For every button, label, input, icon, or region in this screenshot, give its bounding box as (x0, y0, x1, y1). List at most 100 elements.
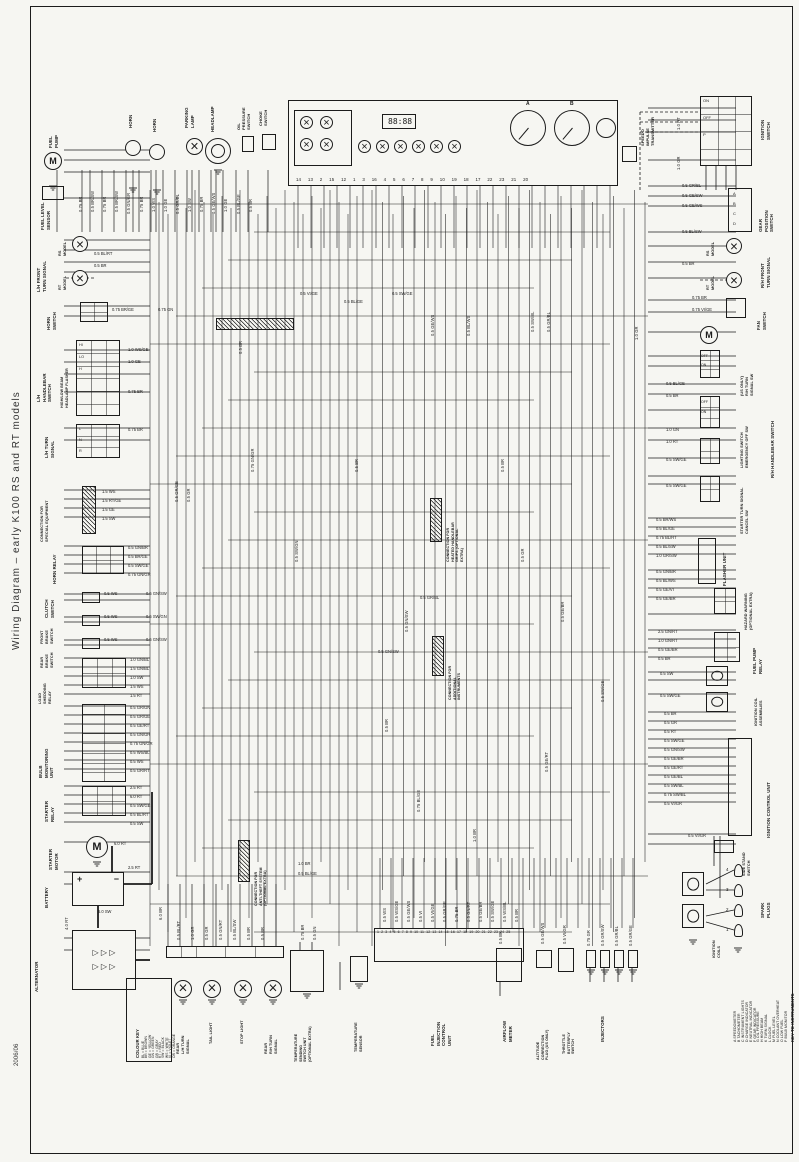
wire-label: 0.5 BR (248, 198, 253, 212)
emergency-off-grid (700, 438, 720, 464)
wire-label: 0.5 RT (664, 729, 677, 734)
wire-label: 0.5 SW/GE (666, 483, 687, 488)
wire-label: 1.5 WS (130, 684, 144, 689)
wire-label: 0.5 WS (130, 759, 144, 764)
wire-label: 0.5 GR (520, 548, 525, 562)
wire-label: 0.75 GR (586, 930, 591, 946)
wire-label: 0.5 GN/SW (664, 747, 685, 752)
lighting-switch-label: LIGHTING SWITCH EMERGENCY OFF SW (740, 426, 749, 468)
fuel-pump-label: FUEL PUMP (48, 134, 59, 148)
wire-label: 0.75 BL/RT (656, 535, 677, 540)
wire-label: 0.5 GR (186, 488, 191, 502)
wire-label: 0.5 BR (682, 261, 695, 266)
speedo-impulse-transmitter-symbol (622, 146, 637, 162)
wire-label: 0.5 GE/RT (544, 751, 549, 772)
wire-label: 0.5 GN/RT (466, 901, 471, 922)
rs-model-label-right: RS MODEL (706, 241, 715, 256)
wire-label: P (703, 132, 706, 137)
wire-label: 6.0 RT (130, 794, 143, 799)
wire-label: 0.75 GN/GR (128, 572, 151, 577)
wire-label: 0.5 BL/GE (236, 194, 241, 214)
wire-label: 0.5 GN/GR (130, 732, 151, 737)
gauge-needle (518, 127, 529, 140)
speedo-impulse-transmitter-label: SPEEDO IMPULSE TRANSMITTER (640, 117, 656, 146)
wire-label: 0.5 BL/RT (176, 920, 181, 940)
heated-grips-connector (430, 498, 442, 542)
ignition-switch-label: IGNITION SWITCH (760, 119, 771, 140)
lh-front-turn-signal-rs: × (72, 236, 88, 252)
coil-core (711, 670, 723, 682)
injector-4 (628, 950, 638, 968)
wire-label: 6.0 RT (114, 841, 127, 846)
wire-label: 0.5 GE/BL (664, 774, 683, 779)
wire-label: 0.5 BR (500, 458, 505, 472)
warning-lamp: × (320, 116, 333, 129)
wire-label: 1.5 GE (102, 507, 115, 512)
rear-lh-turn-signal-symbol: × (174, 980, 192, 998)
wire-label: OFF (703, 115, 711, 120)
side-stand-switch-symbol (714, 840, 734, 853)
wire-label: 6.0 BR (158, 906, 163, 920)
wire-label: 1.0 RT (676, 117, 681, 130)
wire-label: 0.5 GE/BR (560, 601, 565, 622)
wire-label: 0.5 BR (260, 926, 265, 940)
wire-label: 0.5 GN/GR (126, 192, 131, 214)
clock-value: 88:88 (388, 117, 413, 126)
alternator-label: ALTERNATOR (34, 961, 39, 992)
horn-switch-symbol (80, 302, 108, 322)
fan-motor-symbol: M (700, 326, 718, 344)
coil-core (687, 909, 699, 923)
wire-label: 0.75 GN (158, 307, 174, 312)
rear-brake-switch-label: REAR BRAKE SWITCH (40, 652, 54, 668)
spark-plug-2 (734, 904, 743, 917)
wire-label: 0.5 GE/WS (211, 192, 216, 214)
wire-label: 2.5 RT (128, 865, 141, 870)
ignition-coil-1 (706, 666, 728, 686)
cluster-warning-lamp-panel (294, 110, 352, 166)
ignition-coil-assemblies-label: IGNITION COIL ASSEMBLIES (754, 697, 763, 726)
horn-switch-label: HORN SWITCH (46, 312, 57, 330)
injector-1 (586, 950, 596, 968)
instrument-key-entry: P BULB MONITOR (783, 1010, 788, 1042)
high-low-beam-label: HIGH/LOW BEAM HEADLAMP FLASHER (60, 368, 69, 408)
wire-label: 1.0 GE (163, 198, 168, 212)
heated-grips-label: CONNECTION FOR HEATED HANDLEBAR GRIPS (O… (446, 522, 465, 562)
wire-label: 0.5 GR/GE (174, 481, 179, 502)
wire-label: 0.5 GE/WS (682, 203, 703, 208)
choke-switch-label: CHOKE SWITCH (258, 109, 269, 126)
fi-pin-numbers: 1 2 3 4 5 6 7 8 9 10 11 12 13 14 15 16 1… (377, 930, 511, 934)
additional-instruments-connector (432, 636, 444, 676)
wire-label: 2.5 GN/RT (658, 629, 678, 634)
wire-label: 0.75 BR (692, 295, 707, 300)
wire-label: LO (79, 355, 85, 359)
special-equipment-connector (82, 486, 96, 534)
wire-label: 0.5 BL/GE (344, 299, 363, 304)
wire-label: 0.5 GR/SW (600, 924, 605, 946)
starter-cancel-grid (700, 476, 720, 502)
wire-label: 0.5 BL/GE (298, 871, 317, 876)
wire-label: 0.75 BR (454, 906, 459, 923)
wire-label: 1.5 RT (130, 693, 143, 698)
wire-label: 1.0 GR (190, 926, 195, 940)
temp-switch-unit-label: TEMPERATURE SENDING SWITCH UNIT (OPTIONA… (294, 1026, 313, 1062)
warning-lamp: × (300, 116, 313, 129)
lh-turn-signal-switch-label: L/H TURN SIGNAL (44, 436, 55, 458)
headlamp-label: HEADLAMP (210, 106, 215, 132)
anti-theft-label: CONNECTION FOR ANTI-THEFT SYSTEM (OPTION… (254, 867, 268, 906)
wire-label: 0.5 WS (382, 907, 387, 922)
wire-label: 0.5 BR (514, 908, 519, 922)
clutch-switch-label: CLUTCH SWITCH (44, 599, 55, 618)
wire-label: 0.5 GR/GN (130, 705, 151, 710)
wire-label: 1.0 BR (298, 861, 311, 866)
parking-lamp-label: PARKING LAMP (184, 107, 195, 128)
spark-plug-number: 3 (726, 887, 729, 892)
wire-label: 0.5 SW (130, 821, 144, 826)
stop-light-label: STOP LIGHT (240, 1020, 244, 1044)
horn-1-label: HORN (128, 114, 133, 128)
tail-light-label: TAIL LIGHT (209, 1022, 213, 1044)
clock-display (382, 114, 416, 129)
wire-label: 0.75 GN/GR (250, 448, 255, 472)
wire-label: 1.0 SW (187, 197, 192, 212)
wire-label: 0.5 GN/BR (656, 569, 676, 574)
altitude-plug-symbol (536, 950, 552, 968)
